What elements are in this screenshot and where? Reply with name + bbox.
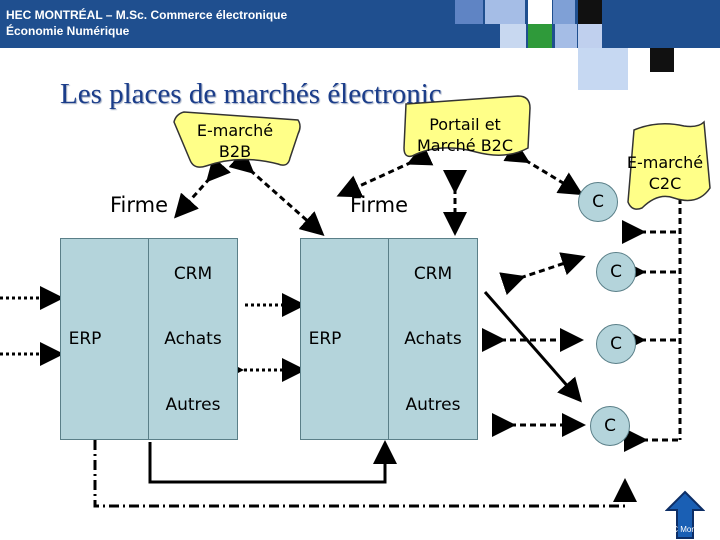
b2c-market-label: Portail et Marché B2C (416, 115, 514, 155)
up-arrow-icon[interactable] (665, 490, 705, 540)
consumer-circle: C (578, 182, 618, 222)
left-firm-label: Firme (110, 193, 169, 217)
right-modules-box: CRM Achats Autres (388, 238, 478, 440)
c2c-label-shape (627, 120, 711, 210)
right-erp-label: ERP (308, 329, 342, 349)
b2b-label-shape (173, 111, 301, 168)
left-crm-label: CRM (173, 264, 213, 284)
footer-author: Jacques Robert - HEC Montréal (598, 525, 712, 534)
header-course-title: HEC MONTRÉAL – M.Sc. Commerce électroniq… (6, 8, 288, 22)
left-achats-label: Achats (164, 329, 222, 349)
b2b-market-label: E-marché B2B (196, 121, 274, 161)
right-crm-label: CRM (413, 264, 453, 284)
slide-title: Les places de marchés électronic (60, 78, 442, 110)
left-erp-box: ERP (60, 238, 150, 440)
consumer-circle: C (596, 324, 636, 364)
consumer-circle: C (596, 252, 636, 292)
left-erp-label: ERP (68, 329, 102, 349)
right-erp-box: ERP (300, 238, 390, 440)
left-autres-label: Autres (165, 395, 221, 415)
c2c-market-label: E-marché C2C (626, 153, 704, 193)
left-modules-box: CRM Achats Autres (148, 238, 238, 440)
right-autres-label: Autres (405, 395, 461, 415)
right-firm-label: Firme (350, 193, 409, 217)
consumer-circle: C (590, 406, 630, 446)
right-achats-label: Achats (404, 329, 462, 349)
header-course-subtitle: Économie Numérique (6, 24, 130, 38)
b2c-label-shape (403, 95, 531, 158)
